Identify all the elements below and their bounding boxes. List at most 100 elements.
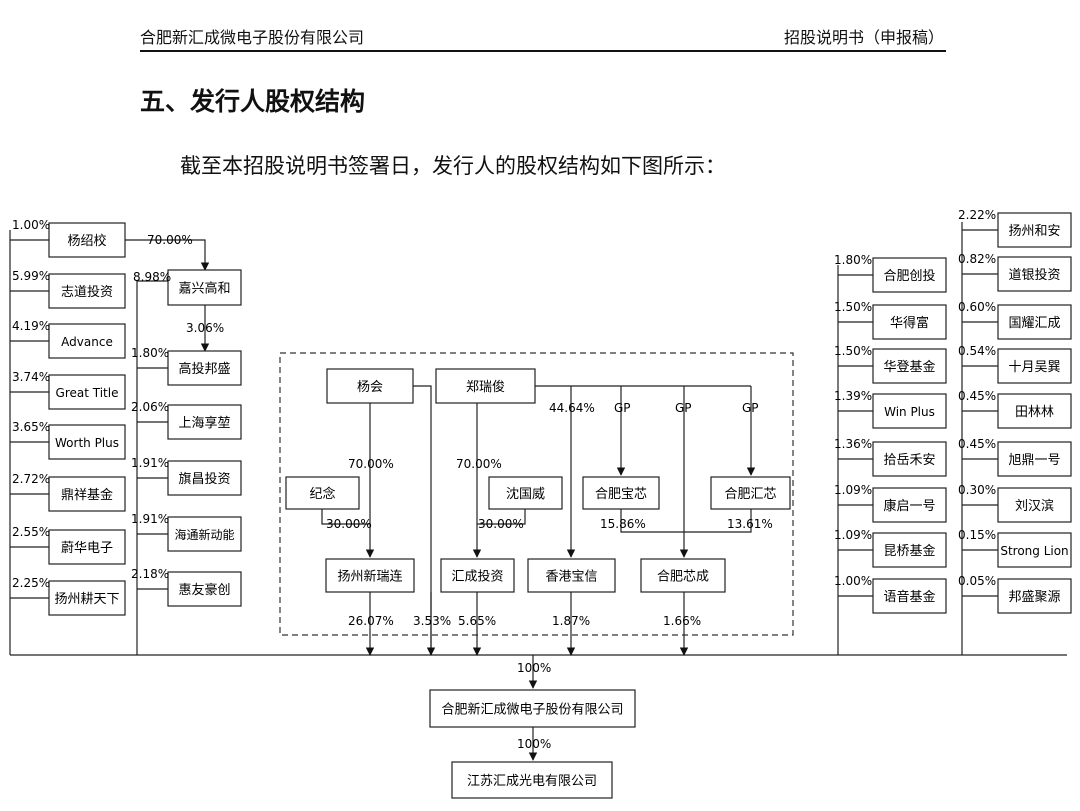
gp-huixin: GP — [742, 401, 759, 415]
left-shareholder-1-label: 志道投资 — [61, 284, 113, 300]
header-company: 合肥新汇成微电子股份有限公司 — [140, 28, 365, 47]
jinian-box — [285, 476, 360, 510]
huicheng-invest-box — [440, 558, 515, 593]
left-shareholder-6-box — [48, 529, 126, 565]
right2-shareholder-8-box — [997, 578, 1072, 614]
right1-pct-1: 1.50% — [834, 300, 872, 314]
right1-shareholder-7-box — [872, 578, 947, 614]
right2-shareholder-5-box — [997, 441, 1072, 477]
right2-pct-4: 0.45% — [958, 389, 996, 403]
jiaxing-pct: 8.98% — [133, 270, 171, 284]
right2-pct-2: 0.60% — [958, 300, 996, 314]
hk-baoxin-label: 香港宝信 — [545, 570, 597, 585]
right1-pct-4: 1.36% — [834, 437, 872, 451]
mid-pct-0: 1.80% — [131, 346, 169, 360]
subsidiary-company-label: 江苏汇成光电有限公司 — [467, 773, 597, 789]
right2-pct-8: 0.05% — [958, 574, 996, 588]
left-shareholder-6-label: 蔚华电子 — [61, 541, 113, 556]
mid-shareholder-1-label: 上海享堃 — [178, 415, 230, 431]
gp-baoxin: GP — [614, 401, 631, 415]
mid-shareholder-2-label: 旗昌投资 — [178, 471, 230, 487]
hefei-baoxin-label: 合肥宝芯 — [595, 487, 647, 502]
gp-xincheng: GP — [675, 401, 692, 415]
right1-shareholder-2-label: 华登基金 — [883, 359, 935, 375]
right1-pct-2: 1.50% — [834, 344, 872, 358]
mid-shareholder-0-box — [167, 350, 242, 386]
jiaxing-gaotou-pct: 3.06% — [186, 321, 224, 335]
header-doc-type: 招股说明书（申报稿） — [783, 28, 944, 47]
left-shareholder-2-label: Advance — [61, 335, 113, 349]
right2-shareholder-6-label: 刘汉滨 — [1015, 498, 1054, 514]
mid-pct-1: 2.06% — [131, 400, 169, 414]
shen-hc-pct: 30.00% — [478, 517, 524, 531]
right1-shareholder-2-box — [872, 348, 947, 384]
mid-shareholder-2-box — [167, 460, 242, 496]
target-pct: 100% — [517, 661, 551, 675]
right1-shareholder-0-label: 合肥创投 — [883, 268, 935, 284]
yangzhou-xinruilian-box — [325, 558, 415, 593]
right1-shareholder-5-box — [872, 487, 947, 523]
founder-group-frame — [279, 352, 794, 636]
left-shareholder-0-box — [48, 222, 126, 258]
right1-shareholder-4-label: 拾岳禾安 — [883, 453, 935, 468]
right1-shareholder-4-box — [872, 441, 947, 477]
right2-pct-6: 0.30% — [958, 483, 996, 497]
right2-pct-7: 0.15% — [958, 528, 996, 542]
baoxin-pct: 15.86% — [600, 517, 646, 531]
right2-shareholder-6-box — [997, 487, 1072, 523]
right2-shareholder-4-box — [997, 393, 1072, 429]
mid-shareholder-4-label: 惠友豪创 — [178, 582, 230, 598]
right2-shareholder-2-box — [997, 304, 1072, 340]
zheng-ruijun-box — [435, 368, 536, 404]
right1-shareholder-0-box — [872, 257, 947, 293]
mid-shareholder-4-box — [167, 571, 242, 607]
left-shareholder-4-box — [48, 424, 126, 460]
jinian-xrl-pct: 30.00% — [326, 517, 372, 531]
connector-line — [413, 385, 432, 655]
mid-pct-2: 1.91% — [131, 456, 169, 470]
right1-pct-3: 1.39% — [834, 389, 872, 403]
mid-shareholder-3-box — [167, 516, 242, 552]
right2-shareholder-7-box — [997, 532, 1072, 568]
left-pct-4: 3.65% — [12, 420, 50, 434]
right2-shareholder-0-label: 扬州和安 — [1008, 224, 1060, 239]
right2-shareholder-1-box — [997, 256, 1072, 292]
right2-shareholder-8-label: 邦盛聚源 — [1008, 590, 1060, 605]
connector-line — [477, 509, 526, 525]
target-company-box — [429, 689, 636, 728]
left-shareholder-0-label: 杨绍校 — [67, 233, 106, 249]
zheng-hc-pct: 70.00% — [456, 457, 502, 471]
jiaxing-gaohe-box — [167, 269, 242, 306]
right2-pct-5: 0.45% — [958, 437, 996, 451]
hefei-huixin-label: 合肥汇芯 — [724, 487, 776, 502]
right2-shareholder-4-label: 田林林 — [1015, 405, 1054, 420]
right1-pct-6: 1.09% — [834, 528, 872, 542]
hk-baoxin-box — [527, 558, 616, 593]
yang-jiaxing-pct: 70.00% — [147, 233, 193, 247]
right2-shareholder-3-box — [997, 348, 1072, 384]
right2-pct-1: 0.82% — [958, 252, 996, 266]
right1-shareholder-1-box — [872, 304, 947, 340]
right1-shareholder-3-label: Win Plus — [884, 405, 935, 419]
yanghui-direct-pct: 3.53% — [413, 614, 451, 628]
huixin-pct: 13.61% — [727, 517, 773, 531]
jinian-label: 纪念 — [309, 486, 335, 502]
left-pct-5: 2.72% — [12, 472, 50, 486]
jiaxing-gaohe-label: 嘉兴高和 — [178, 281, 230, 297]
hc-pct: 5.65% — [458, 614, 496, 628]
left-shareholder-1-box — [48, 273, 126, 309]
connector-line — [620, 509, 752, 533]
right1-pct-7: 1.00% — [834, 574, 872, 588]
hefei-baoxin-box — [582, 476, 660, 510]
right2-pct-3: 0.54% — [958, 344, 996, 358]
yanghui-xrl-pct: 70.00% — [348, 457, 394, 471]
zheng-hk-pct: 44.64% — [549, 401, 595, 415]
subsidiary-company-box — [451, 761, 613, 799]
mid-shareholder-0-label: 高投邦盛 — [178, 361, 230, 377]
right1-shareholder-3-box — [872, 393, 947, 429]
shen-guowei-label: 沈国威 — [506, 487, 545, 502]
left-pct-0: 1.00% — [12, 218, 50, 232]
right2-shareholder-7-label: Strong Lion — [1000, 544, 1068, 558]
connector-line — [321, 509, 370, 525]
